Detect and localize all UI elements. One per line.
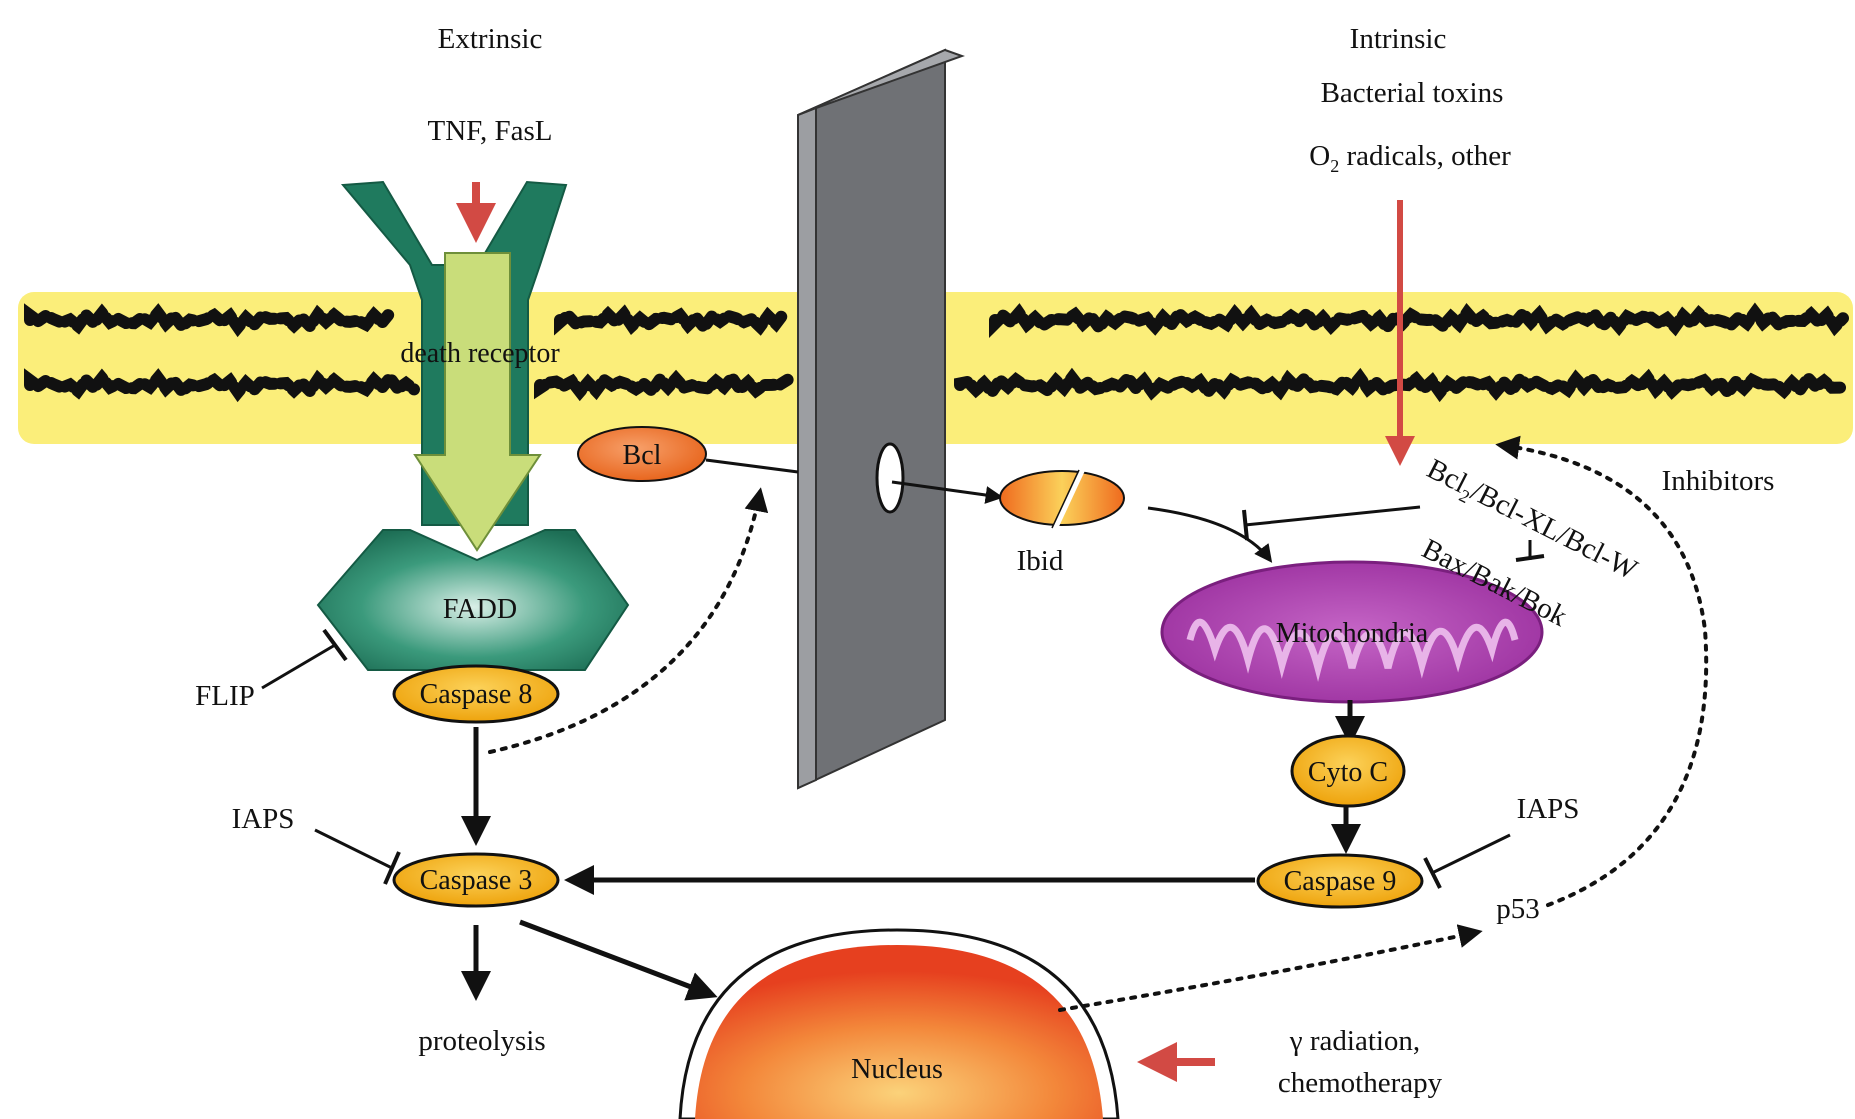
- label-fadd: FADD: [443, 594, 517, 625]
- caspase3-node: [392, 852, 560, 908]
- label-death-receptor: death receptor: [400, 338, 560, 369]
- label-iaps-right: IAPS: [1517, 793, 1580, 825]
- label-caspase9: Caspase 9: [1284, 866, 1397, 897]
- label-bcl: Bcl: [623, 440, 662, 471]
- label-tnf-fasl: TNF, FasL: [428, 115, 553, 147]
- ibid-node: [999, 468, 1125, 530]
- label-ibid: Ibid: [1017, 545, 1064, 577]
- label-radiation: γ radiation,: [1289, 1025, 1420, 1057]
- mitochondria-organelle: [1160, 560, 1544, 704]
- caspase9-node: [1256, 853, 1424, 909]
- label-intrinsic: Intrinsic: [1350, 23, 1447, 55]
- label-p53: p53: [1496, 893, 1540, 925]
- lipid-layer-bottom: [24, 367, 1846, 403]
- label-chemotherapy: chemotherapy: [1278, 1067, 1443, 1099]
- bcl-node: [577, 426, 707, 482]
- label-caspase3: Caspase 3: [420, 865, 533, 896]
- label-cytoc: Cyto C: [1308, 757, 1388, 788]
- label-mitochondria: Mitochondria: [1276, 618, 1429, 649]
- label-o2-radicals: O2 radicals, other: [1309, 140, 1511, 176]
- fadd-block: [316, 529, 630, 671]
- label-flip: FLIP: [195, 680, 255, 712]
- label-bacterial-toxins: Bacterial toxins: [1321, 77, 1504, 109]
- label-iaps-left: IAPS: [232, 803, 295, 835]
- barrier-wall: [797, 48, 965, 790]
- death-receptor: [340, 180, 568, 552]
- lipid-layer-top: [24, 302, 1849, 338]
- wall-pore: [875, 442, 905, 514]
- caspase8-node: [392, 664, 560, 724]
- label-extrinsic: Extrinsic: [438, 23, 543, 55]
- label-inhibitors: Inhibitors: [1662, 465, 1775, 497]
- label-proteolysis: proteolysis: [418, 1025, 545, 1057]
- nucleus-organelle: [678, 928, 1120, 1119]
- label-caspase8: Caspase 8: [420, 679, 533, 710]
- label-nucleus: Nucleus: [851, 1054, 943, 1085]
